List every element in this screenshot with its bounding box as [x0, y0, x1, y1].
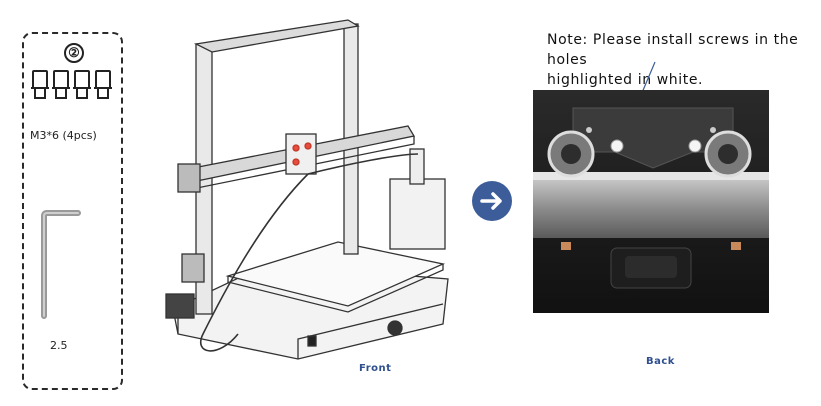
- screw-icon: [73, 70, 91, 99]
- next-arrow-button: [472, 181, 512, 221]
- screw-icon: [31, 70, 49, 99]
- back-caption: Back: [646, 356, 675, 367]
- install-note: Note: Please install screws in the holes…: [547, 30, 819, 90]
- hex-wrench-icon: [41, 210, 81, 319]
- wrench-size-label: 2.5: [50, 339, 68, 352]
- arrow-right-icon: [480, 192, 502, 210]
- note-line-2: highlighted in white.: [547, 72, 704, 88]
- note-line-1: Note: Please install screws in the holes: [547, 32, 799, 68]
- step-number-badge: ②: [64, 43, 84, 63]
- carriage-back-photo: [533, 90, 769, 313]
- printer-front-illustration: [165, 19, 449, 360]
- screw-icon: [94, 70, 112, 99]
- parts-panel: ② M3*6 (4pcs): [22, 32, 123, 390]
- screw-icons: [31, 70, 112, 99]
- front-caption: Front: [359, 363, 392, 374]
- screw-label: M3*6 (4pcs): [30, 129, 97, 142]
- screw-icon: [52, 70, 70, 99]
